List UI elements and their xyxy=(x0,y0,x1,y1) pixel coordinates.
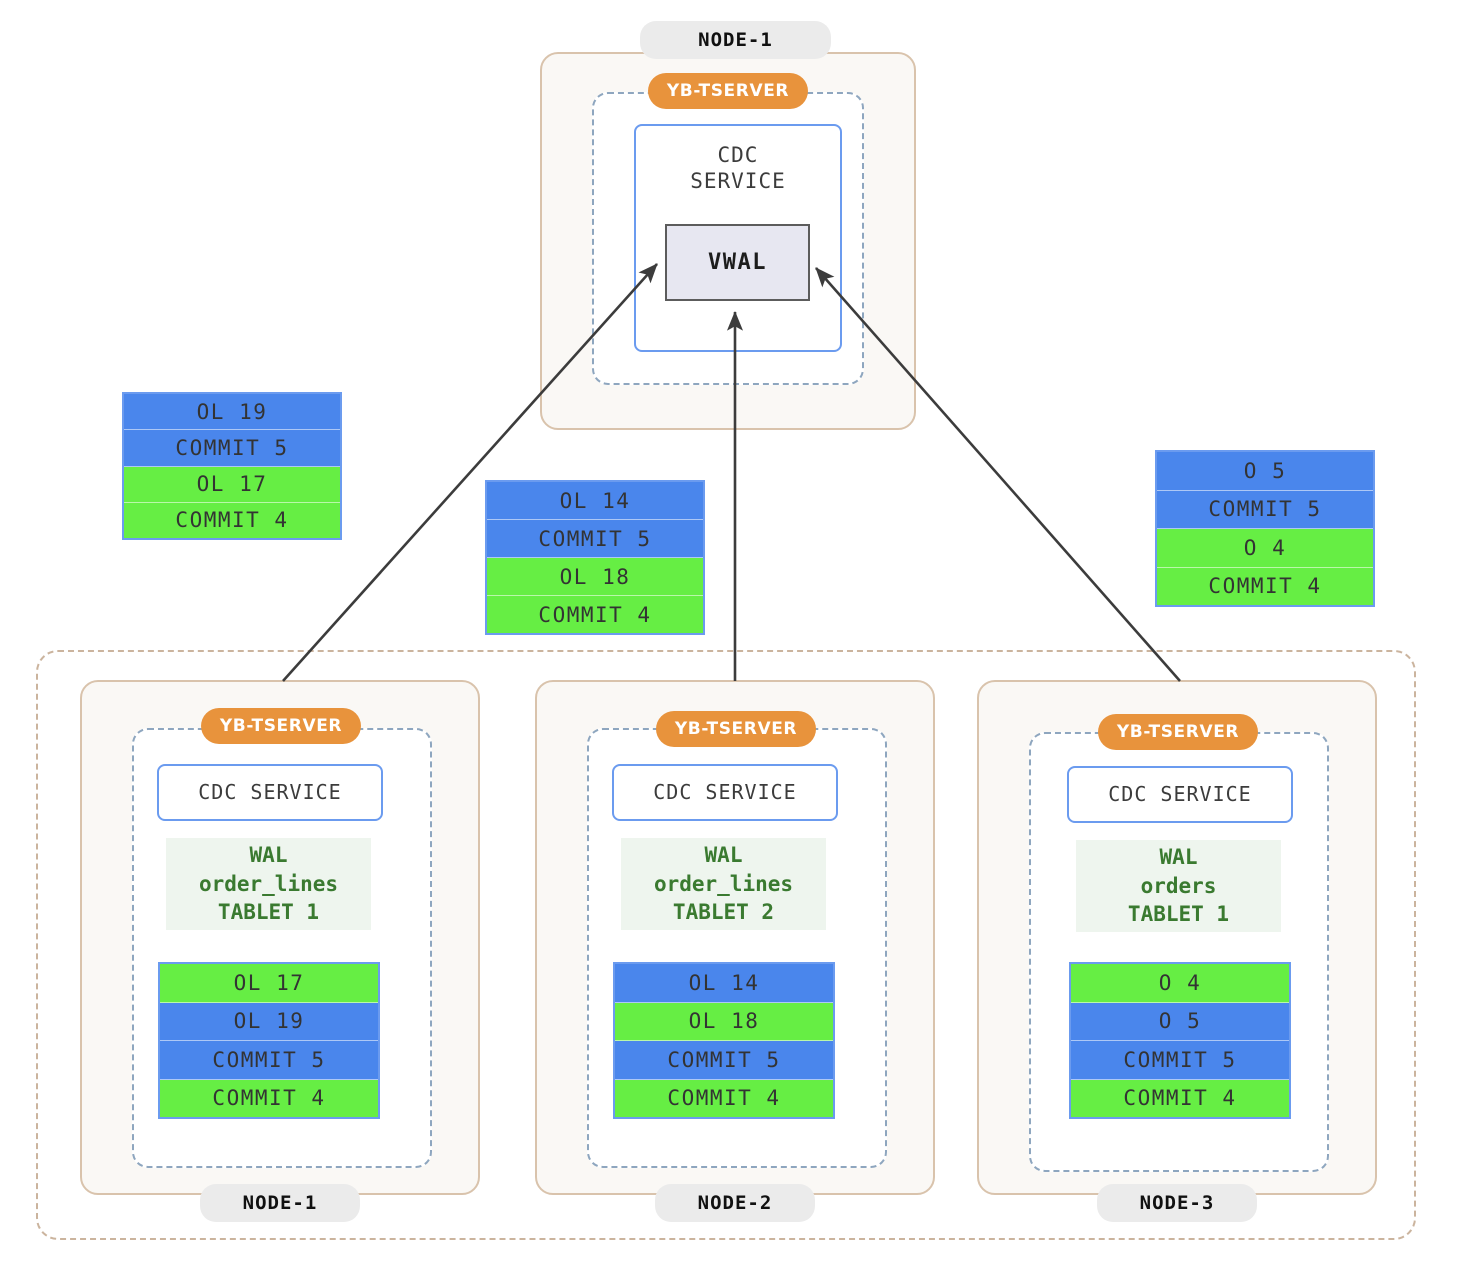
cluster-node-3-tserver-label: YB-TSERVER xyxy=(1116,722,1240,742)
record-row: OL 14 xyxy=(487,482,703,520)
stack-left: OL 19 COMMIT 5 OL 17 COMMIT 4 xyxy=(122,392,342,540)
record-row: O 5 xyxy=(1157,452,1373,491)
record-row: COMMIT 5 xyxy=(160,1041,378,1080)
cluster-node-1-stack: OL 17 OL 19 COMMIT 5 COMMIT 4 xyxy=(158,962,380,1119)
cluster-node-3-label-text: NODE-3 xyxy=(1139,1192,1215,1214)
wal-table: order_lines xyxy=(653,871,794,896)
cluster-node-2-label-text: NODE-2 xyxy=(697,1192,773,1214)
cluster-node-3-label: NODE-3 xyxy=(1097,1184,1257,1222)
record-row: OL 14 xyxy=(615,964,833,1003)
record-row: O 4 xyxy=(1157,529,1373,568)
cluster-node-3-cdc-service: CDC SERVICE xyxy=(1067,766,1293,823)
record-row: O 5 xyxy=(1071,1002,1289,1041)
cluster-node-3-wal: WAL orders TABLET 1 xyxy=(1076,840,1281,932)
cluster-node-3-stack: O 4 O 5 COMMIT 5 COMMIT 4 xyxy=(1069,962,1291,1119)
record-row: COMMIT 5 xyxy=(1157,490,1373,529)
cluster-node-3-cdc-service-label: CDC SERVICE xyxy=(1108,782,1252,806)
wal-title: WAL xyxy=(1159,845,1198,870)
cluster-node-3-tserver-badge: YB-TSERVER xyxy=(1098,714,1258,750)
cluster-boundary xyxy=(36,650,1416,1240)
cluster-node-2-cdc-service: CDC SERVICE xyxy=(612,764,838,821)
record-row: COMMIT 5 xyxy=(615,1041,833,1080)
cluster-node-1-wal: WAL order_lines TABLET 1 xyxy=(166,838,371,930)
record-row: O 4 xyxy=(1071,964,1289,1003)
wal-tablet: TABLET 1 xyxy=(217,900,320,925)
cluster-node-2-cdc-service-label: CDC SERVICE xyxy=(653,780,797,804)
record-row: COMMIT 4 xyxy=(1071,1079,1289,1117)
stack-right: O 5 COMMIT 5 O 4 COMMIT 4 xyxy=(1155,450,1375,607)
record-row: OL 19 xyxy=(160,1002,378,1041)
cluster-node-2-tserver-label: YB-TSERVER xyxy=(674,719,798,739)
cluster-node-1-tserver-label: YB-TSERVER xyxy=(219,716,343,736)
cluster-node-1-label-text: NODE-1 xyxy=(242,1192,318,1214)
record-row: OL 17 xyxy=(124,466,340,503)
top-node-tserver-badge: YB-TSERVER xyxy=(648,73,808,109)
record-row: COMMIT 5 xyxy=(487,520,703,558)
record-row: COMMIT 4 xyxy=(160,1079,378,1117)
vwal-box: VWAL xyxy=(665,224,810,301)
top-node-label: NODE-1 xyxy=(640,21,831,59)
record-row: COMMIT 4 xyxy=(615,1079,833,1117)
cluster-node-2-label: NODE-2 xyxy=(655,1184,815,1222)
record-row: OL 19 xyxy=(124,394,340,431)
top-node-tserver-label: YB-TSERVER xyxy=(666,81,790,101)
record-row: COMMIT 4 xyxy=(1157,567,1373,605)
record-row: OL 17 xyxy=(160,964,378,1003)
top-node-label-text: NODE-1 xyxy=(698,29,773,51)
wal-title: WAL xyxy=(704,843,743,868)
cluster-node-2-stack: OL 14 OL 18 COMMIT 5 COMMIT 4 xyxy=(613,962,835,1119)
cluster-node-1-cdc-service: CDC SERVICE xyxy=(157,764,383,821)
record-row: COMMIT 4 xyxy=(124,502,340,538)
cluster-node-1-tserver-badge: YB-TSERVER xyxy=(201,708,361,744)
wal-title: WAL xyxy=(249,843,288,868)
wal-table: order_lines xyxy=(198,871,339,896)
cluster-node-2-tserver-badge: YB-TSERVER xyxy=(656,711,816,747)
wal-tablet: TABLET 2 xyxy=(672,900,775,925)
record-row: OL 18 xyxy=(615,1002,833,1041)
record-row: OL 18 xyxy=(487,558,703,596)
wal-table: orders xyxy=(1140,873,1217,898)
record-row: COMMIT 5 xyxy=(124,430,340,467)
cluster-node-1-cdc-service-label: CDC SERVICE xyxy=(198,780,342,804)
record-row: COMMIT 5 xyxy=(1071,1041,1289,1080)
cluster-node-2-wal: WAL order_lines TABLET 2 xyxy=(621,838,826,930)
stack-middle: OL 14 COMMIT 5 OL 18 COMMIT 4 xyxy=(485,480,705,635)
vwal-label: VWAL xyxy=(708,250,767,275)
wal-tablet: TABLET 1 xyxy=(1127,902,1230,927)
record-row: COMMIT 4 xyxy=(487,596,703,633)
top-node-cdc-service-label: CDC SERVICE xyxy=(690,143,786,194)
cluster-node-1-label: NODE-1 xyxy=(200,1184,360,1222)
